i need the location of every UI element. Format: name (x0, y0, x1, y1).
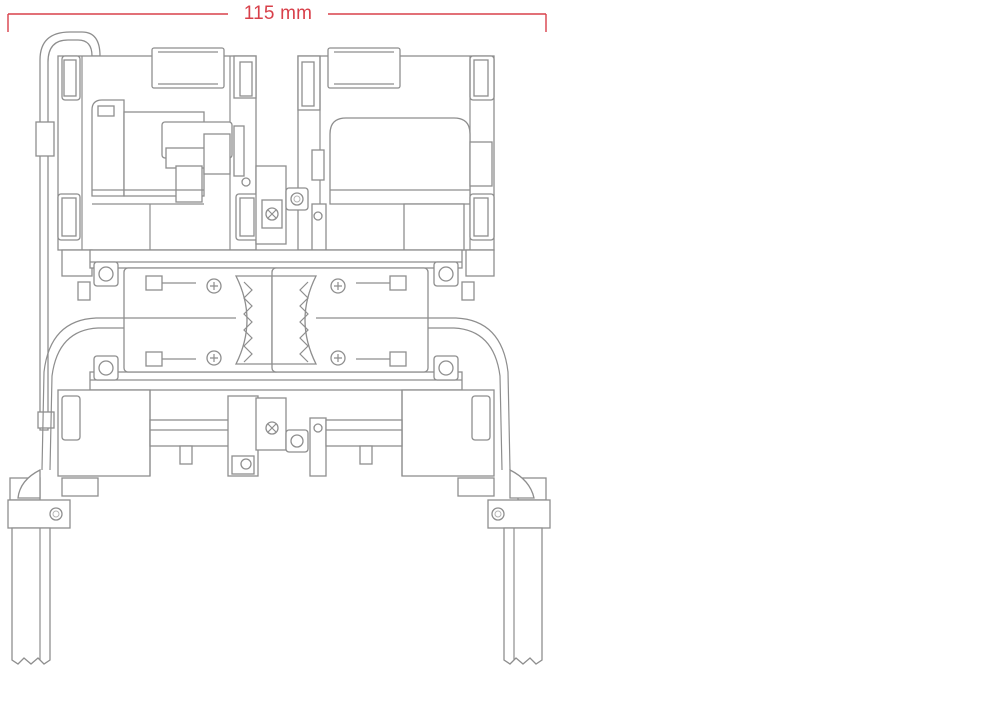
dimension-line (7, 13, 547, 32)
left-leg (7, 468, 99, 665)
dimension-label: 115 mm (228, 2, 328, 26)
corner-screws (93, 261, 459, 381)
curved-tubes (41, 317, 511, 471)
right-clamp-block (271, 267, 429, 373)
right-leg (457, 468, 551, 665)
center-coupler-top (255, 165, 323, 245)
center-coupler-bottom (255, 397, 327, 477)
center-frame (77, 249, 475, 391)
right-servo-module (297, 47, 495, 277)
left-lower-module (57, 389, 259, 477)
left-servo-module (57, 47, 259, 277)
left-clamp-block (123, 267, 281, 373)
right-lower-module (325, 389, 495, 477)
